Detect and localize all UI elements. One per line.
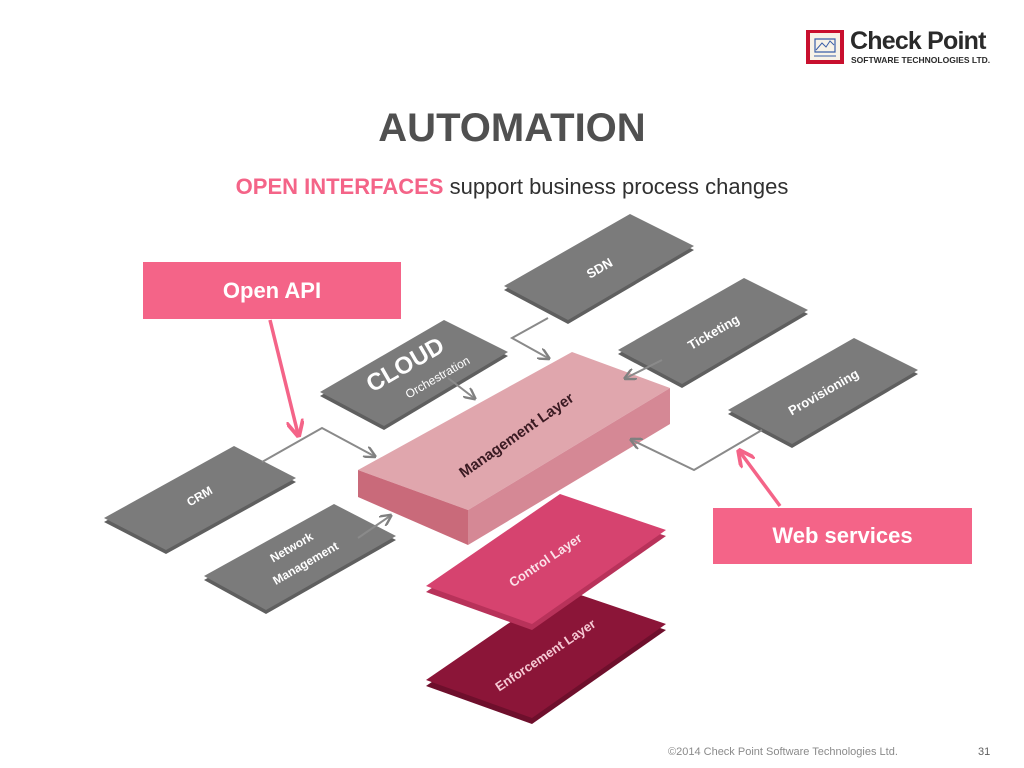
- logo-title: Check Point: [850, 27, 986, 55]
- network-management-box: Network Management: [204, 504, 396, 614]
- footer-copyright: ©2014 Check Point Software Technologies …: [668, 746, 898, 758]
- sdn-box: SDN: [504, 214, 694, 324]
- crm-box: CRM: [104, 446, 296, 554]
- crm-connector-arrow: [261, 426, 374, 463]
- provisioning-connector-arrow: [632, 429, 763, 472]
- logo-mark-icon: [806, 30, 844, 64]
- web-services-callout: Web services: [713, 508, 972, 564]
- slide-subtitle: OPEN INTERFACES support business process…: [0, 174, 1024, 200]
- control-layer: Control Layer: [426, 494, 666, 630]
- page-number: 31: [978, 746, 991, 758]
- sdn-connector-arrow: [509, 317, 548, 358]
- management-layer: Management Layer: [358, 352, 670, 545]
- slide-title: AUTOMATION: [378, 106, 646, 150]
- subtitle-rest: support business process changes: [443, 174, 789, 199]
- ticketing-connector-arrow: [626, 359, 663, 378]
- ticketing-box: Ticketing: [618, 278, 808, 388]
- subtitle-highlight: OPEN INTERFACES: [235, 174, 444, 199]
- network-connector-arrow: [357, 516, 390, 539]
- logo-subtitle: SOFTWARE TECHNOLOGIES LTD.: [851, 55, 991, 65]
- cloud-connector-arrow: [447, 377, 474, 398]
- web-services-pointer-arrow: [740, 452, 782, 508]
- open-api-callout: Open API: [143, 262, 401, 319]
- open-api-pointer-arrow: [268, 319, 298, 434]
- enforcement-layer: Enforcement Layer: [426, 588, 666, 724]
- check-point-logo: Check Point SOFTWARE TECHNOLOGIES LTD.: [806, 28, 1002, 66]
- provisioning-box: Provisioning: [728, 338, 918, 448]
